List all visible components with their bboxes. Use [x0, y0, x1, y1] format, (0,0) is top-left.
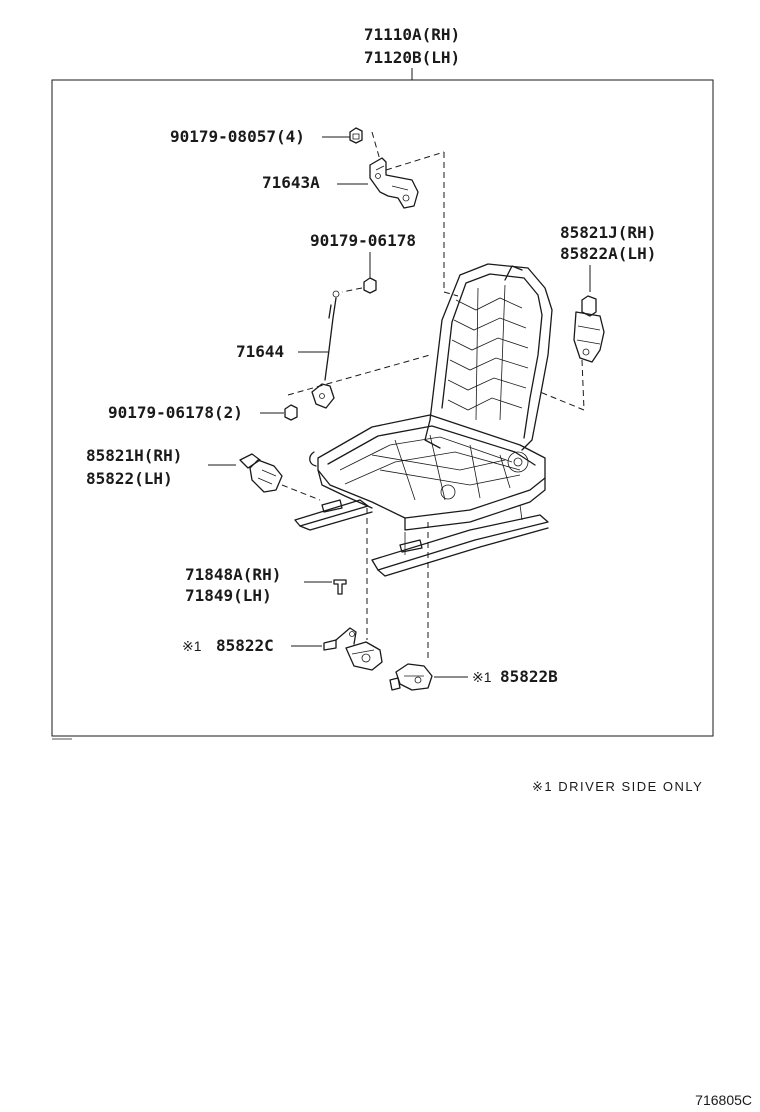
assembly-label-rh: 71110A(RH) — [364, 25, 460, 44]
dash-bracket-top — [385, 151, 445, 171]
seat-frame — [309, 414, 546, 531]
dash-bracket-to-frame — [443, 291, 459, 297]
label-85821J: 85821J(RH) — [560, 223, 656, 242]
label-85822: 85822(LH) — [86, 469, 173, 488]
dash-motor-to-seat — [281, 484, 321, 501]
cable-icon — [311, 290, 340, 409]
label-85822A: 85822A(LH) — [560, 244, 656, 263]
dash-cable-to-frame — [287, 354, 431, 396]
screw-icon — [333, 579, 347, 595]
label-71848A: 71848A(RH) — [185, 565, 281, 584]
label-71849: 71849(LH) — [185, 586, 272, 605]
dash-recliner-vertical — [581, 359, 585, 411]
dash-nut-to-cable — [341, 287, 363, 293]
diagram-frame — [51, 79, 714, 737]
label-71644: 71644 — [236, 342, 284, 361]
footnote-driver-side-only: ※1 DRIVER SIDE ONLY — [532, 779, 703, 794]
label-85822C: 85822C — [216, 636, 274, 655]
seatback-frame — [424, 263, 553, 451]
nut-icon — [363, 277, 377, 294]
nut-icon — [349, 127, 363, 144]
label-90179-06178: 90179-06178 — [310, 231, 416, 250]
mark-85822B: ※1 — [472, 669, 492, 685]
mark-85822C: ※1 — [182, 638, 202, 654]
label-90179-08057: 90179-08057(4) — [170, 127, 305, 146]
dash-nut-to-bracket — [371, 131, 381, 161]
nut-icon — [284, 404, 298, 421]
motor-icon — [239, 453, 283, 493]
motor-85822C-icon — [323, 627, 383, 671]
bracket-icon — [369, 157, 419, 209]
motor-85822B-icon — [389, 663, 433, 691]
label-71643A: 71643A — [262, 173, 320, 192]
label-85821H: 85821H(RH) — [86, 446, 182, 465]
seat-rails — [294, 499, 549, 577]
assembly-label-lh: 71120B(LH) — [364, 48, 460, 67]
label-85822B: 85822B — [500, 667, 558, 686]
dash-recliner-to-frame — [539, 391, 585, 411]
figure-code: 716805C — [695, 1092, 752, 1108]
recliner-motor-icon — [573, 295, 605, 363]
label-90179-06178-2: 90179-06178(2) — [108, 403, 243, 422]
